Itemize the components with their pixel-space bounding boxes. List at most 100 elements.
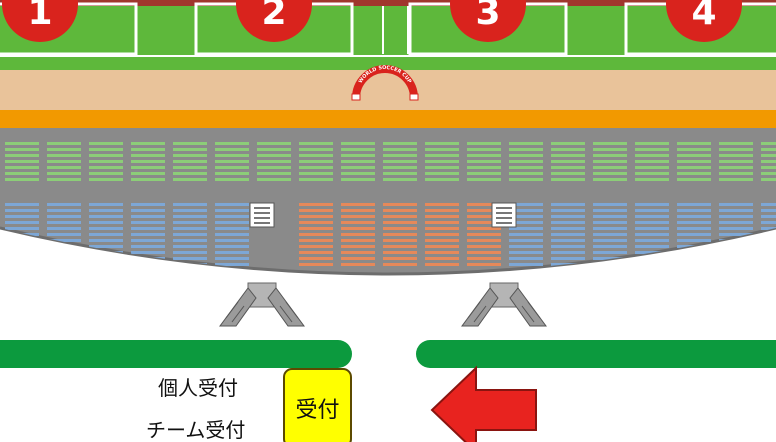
seat-row [173, 215, 207, 218]
seat-row [509, 263, 543, 266]
seat-row [89, 203, 123, 206]
team-reception-label: チーム受付 [146, 418, 246, 442]
seat-row [5, 257, 39, 260]
seat-row [719, 257, 753, 260]
seat-row [299, 178, 333, 181]
reception-button[interactable]: 受付 [283, 368, 352, 442]
seat-row [47, 233, 81, 236]
seat-row [551, 178, 585, 181]
seat-row [677, 166, 711, 169]
seat-row [5, 172, 39, 175]
seat-row [341, 215, 375, 218]
seat-row [47, 166, 81, 169]
seat-row [467, 154, 501, 157]
seat-row [467, 239, 501, 242]
seat-row [131, 227, 165, 230]
seat-row [677, 209, 711, 212]
seat-row [425, 227, 459, 230]
seat-row [131, 245, 165, 248]
seat-row [5, 245, 39, 248]
seat-row [341, 154, 375, 157]
seat-row [761, 172, 776, 175]
seat-row [467, 227, 501, 230]
stairs-icon [249, 202, 275, 228]
seat-row [299, 148, 333, 151]
seat-row [341, 166, 375, 169]
seat-row [131, 239, 165, 242]
seat-row [131, 233, 165, 236]
seat-row [173, 142, 207, 145]
seat-row [5, 166, 39, 169]
seat-row [509, 245, 543, 248]
seat-row [593, 178, 627, 181]
seat-row [551, 227, 585, 230]
orange-band [0, 110, 776, 128]
seat-row [131, 203, 165, 206]
seat-row [677, 257, 711, 260]
seat-row [761, 227, 776, 230]
seat-row [635, 233, 669, 236]
seat-row [341, 203, 375, 206]
seat-row [215, 221, 249, 224]
seat-row [635, 203, 669, 206]
seat-row [509, 178, 543, 181]
seat-row [467, 257, 501, 260]
seat-row [509, 172, 543, 175]
seat-row [383, 142, 417, 145]
seat-row [5, 221, 39, 224]
seat-row [551, 233, 585, 236]
seat-row [761, 154, 776, 157]
seat-row [761, 215, 776, 218]
seat-row [47, 142, 81, 145]
seat-row [551, 239, 585, 242]
seat-row [593, 227, 627, 230]
seat-row [341, 209, 375, 212]
seat-row [89, 245, 123, 248]
seat-row [635, 221, 669, 224]
seat-row [89, 257, 123, 260]
seat-row [719, 227, 753, 230]
seat-row [719, 172, 753, 175]
seat-row [383, 257, 417, 260]
seat-row [467, 215, 501, 218]
seat-row [299, 203, 333, 206]
seat-row [635, 251, 669, 254]
seat-row [761, 257, 776, 260]
top-bar [0, 0, 776, 6]
seat-row [47, 160, 81, 163]
seat-row [509, 239, 543, 242]
seat-row [761, 142, 776, 145]
seat-row [215, 142, 249, 145]
seat-row [89, 263, 123, 266]
seat-row [635, 148, 669, 151]
seat-row [131, 251, 165, 254]
seat-row [425, 178, 459, 181]
seat-row [593, 245, 627, 248]
seat-row [299, 239, 333, 242]
seat-row [89, 166, 123, 169]
court-4: 4 [624, 0, 776, 56]
seat-row [47, 239, 81, 242]
seat-row [215, 233, 249, 236]
seat-row [383, 221, 417, 224]
seat-row [593, 215, 627, 218]
seat-row [635, 166, 669, 169]
seat-row [383, 160, 417, 163]
seat-row [425, 215, 459, 218]
seat-row [299, 257, 333, 260]
seat-row [5, 215, 39, 218]
gate-icon [461, 282, 547, 327]
court-number: 2 [261, 0, 286, 33]
seat-row [593, 142, 627, 145]
seat-row [635, 245, 669, 248]
seat-row [131, 160, 165, 163]
seat-row [719, 166, 753, 169]
seat-row [551, 221, 585, 224]
seat-row [299, 251, 333, 254]
seat-row [341, 160, 375, 163]
seat-row [551, 142, 585, 145]
seat-row [257, 160, 291, 163]
seat-row [719, 215, 753, 218]
seat-row [89, 221, 123, 224]
seat-row [299, 227, 333, 230]
